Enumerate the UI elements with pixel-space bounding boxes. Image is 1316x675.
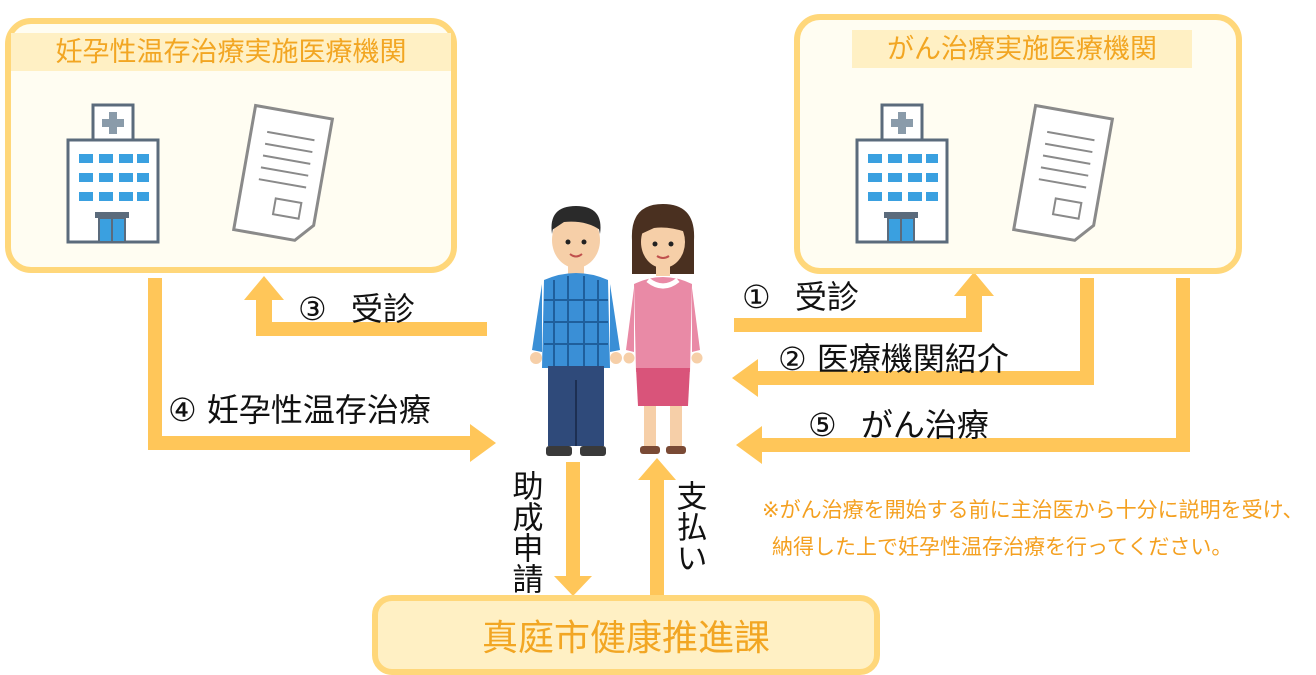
arrow-5-cancer-treatment xyxy=(736,278,1190,464)
arrow-4-treatment xyxy=(148,278,496,462)
woman-icon xyxy=(623,204,703,454)
arrow-3-visit xyxy=(244,276,487,336)
fertility-clinic-title: 妊孕性温存治療実施医療機関 xyxy=(11,33,451,71)
city-office-title: 真庭市健康推進課 xyxy=(481,618,770,659)
hospital-icon xyxy=(66,103,160,244)
step-3-label: ③ 受診 xyxy=(298,290,415,328)
apply-label: 助成申請 xyxy=(506,470,543,594)
step-5-label: ⑤ がん治療 xyxy=(808,406,989,444)
arrow-2-referral xyxy=(732,278,1094,397)
arrow-apply xyxy=(554,462,592,596)
step-1-label: ① 受診 xyxy=(742,278,859,316)
step-4-label: ④ 妊孕性温存治療 xyxy=(168,391,431,429)
document-icon xyxy=(231,103,335,242)
note-line-2: 納得した上で妊孕性温存治療を行ってください。 xyxy=(772,534,1233,559)
hospital-icon xyxy=(855,103,949,244)
note-text: ※がん治療を開始する前に主治医から十分に説明を受け、 納得した上で妊孕性温存治療… xyxy=(762,492,1304,566)
step-2-label: ② 医療機関紹介 xyxy=(778,340,1009,378)
arrow-payment xyxy=(638,458,676,596)
document-icon xyxy=(1011,103,1115,242)
payment-label: 支払い xyxy=(670,480,707,573)
arrow-1-visit xyxy=(734,272,994,332)
man-icon xyxy=(530,206,622,456)
cancer-clinic-title: がん治療実施医療機関 xyxy=(852,30,1192,68)
city-office-box: 真庭市健康推進課 xyxy=(372,595,880,675)
note-line-1: ※がん治療を開始する前に主治医から十分に説明を受け、 xyxy=(762,498,1304,522)
